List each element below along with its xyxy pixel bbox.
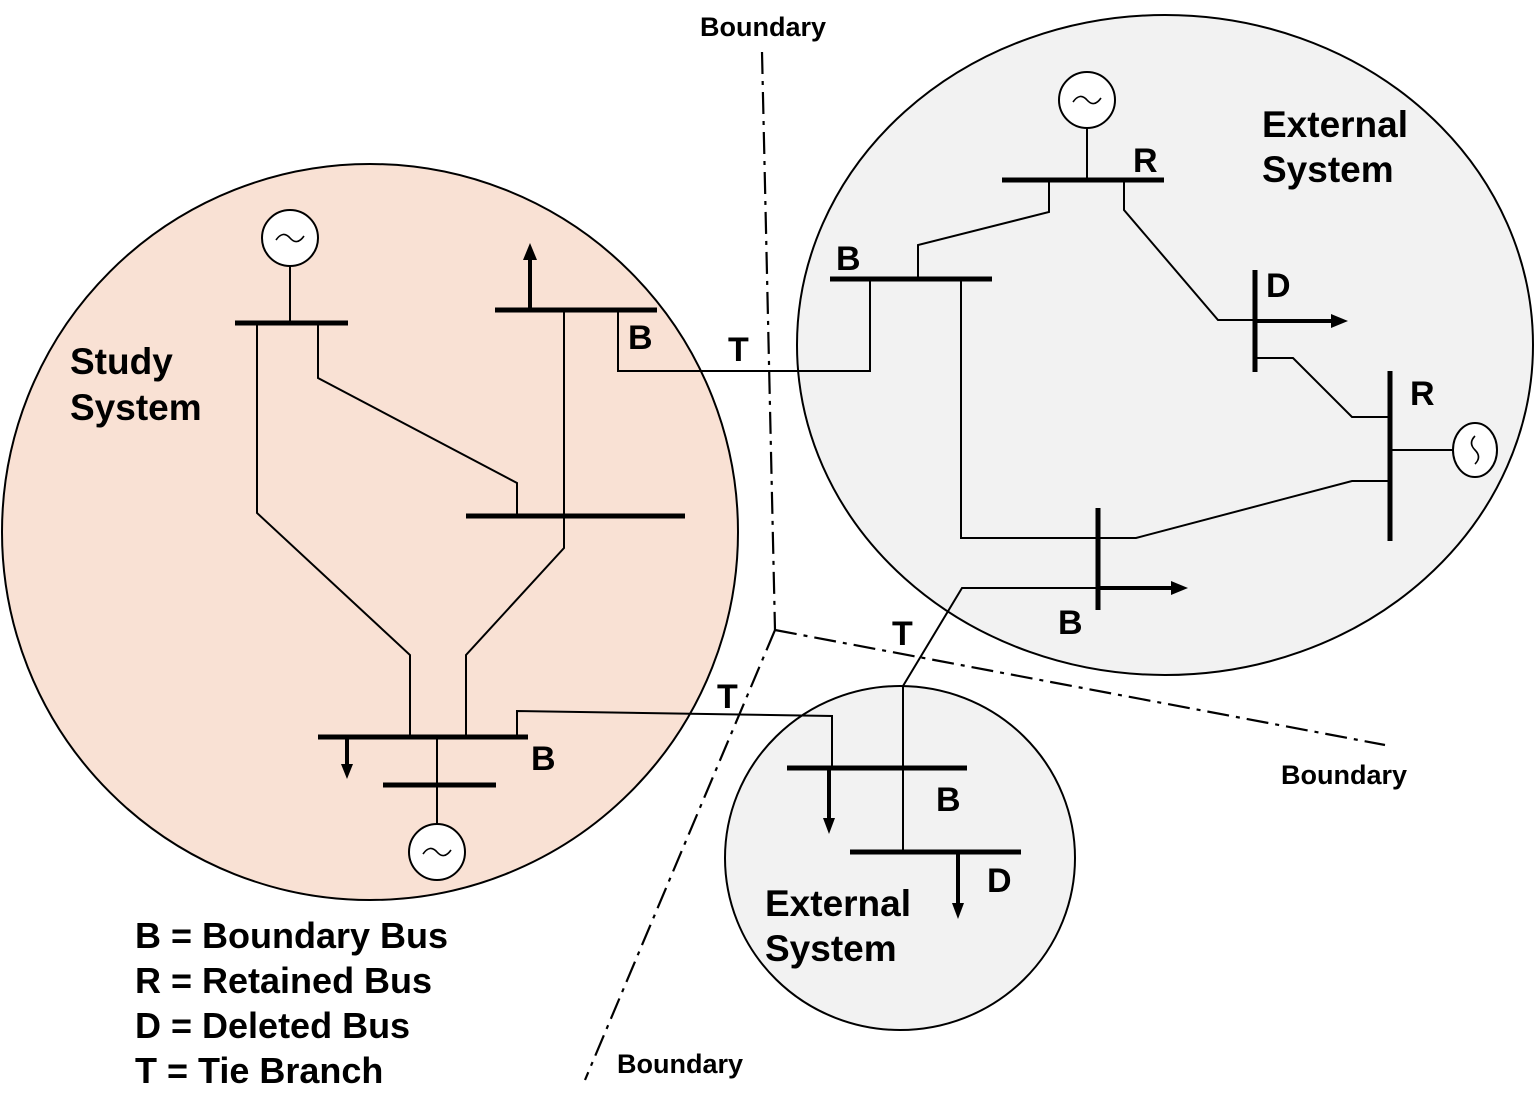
external-bottom-label-line2: System (765, 928, 897, 969)
boundary-lines (583, 51, 1386, 1081)
legend-item: T = Tie Branch (135, 1050, 383, 1091)
load-arrow-down (952, 903, 964, 919)
marker-b: B (936, 781, 961, 819)
boundary-label: Boundary (1281, 760, 1407, 790)
external-top-network (830, 71, 1498, 610)
boundary-line-right (774, 628, 1386, 747)
load-arrow-right (1171, 581, 1188, 595)
external-bottom-network (787, 765, 1021, 919)
marker-b: B (836, 240, 861, 278)
marker-r: R (1133, 142, 1158, 180)
legend-item: R = Retained Bus (135, 960, 432, 1001)
marker-t: T (892, 615, 913, 653)
boundary-label: Boundary (617, 1049, 743, 1079)
external-system-top-circle (796, 14, 1534, 676)
marker-b: B (628, 319, 653, 357)
study-system-network (235, 209, 685, 881)
external-system-bottom-circle (724, 685, 1076, 1031)
bus-markers: B B B B B R R D D T T T (531, 142, 1435, 900)
boundary-line-top (760, 51, 777, 631)
study-system-label-line2: System (70, 387, 202, 428)
external-bottom-label-line1: External (765, 883, 911, 924)
tie-branch-right (902, 587, 1098, 768)
region-labels: Study System External System External Sy… (70, 104, 1408, 969)
load-arrow-down (823, 818, 835, 834)
study-system-circle (1, 163, 739, 901)
marker-b: B (531, 740, 556, 778)
load-arrow-right (1331, 314, 1348, 328)
marker-d: D (987, 862, 1012, 900)
tie-branch-bottom (516, 709, 833, 768)
marker-b: B (1058, 604, 1083, 642)
legend-item: B = Boundary Bus (135, 915, 448, 956)
boundary-labels: Boundary Boundary Boundary (617, 12, 1407, 1079)
marker-d: D (1266, 267, 1291, 305)
boundary-label: Boundary (700, 12, 826, 42)
external-top-label-line1: External (1262, 104, 1408, 145)
load-arrow-down (341, 764, 353, 779)
tie-branches (516, 279, 1098, 768)
boundary-line-bottom (583, 629, 777, 1081)
load-arrow-up (523, 243, 537, 260)
marker-t: T (717, 678, 738, 716)
legend: B = Boundary Bus R = Retained Bus D = De… (135, 915, 448, 1091)
marker-t: T (728, 331, 749, 369)
external-top-label-line2: System (1262, 149, 1394, 190)
generator-wave (275, 233, 305, 243)
tie-branch-top (617, 279, 871, 372)
marker-r: R (1410, 375, 1435, 413)
legend-item: D = Deleted Bus (135, 1005, 410, 1046)
study-system-label-line1: Study (70, 341, 173, 382)
